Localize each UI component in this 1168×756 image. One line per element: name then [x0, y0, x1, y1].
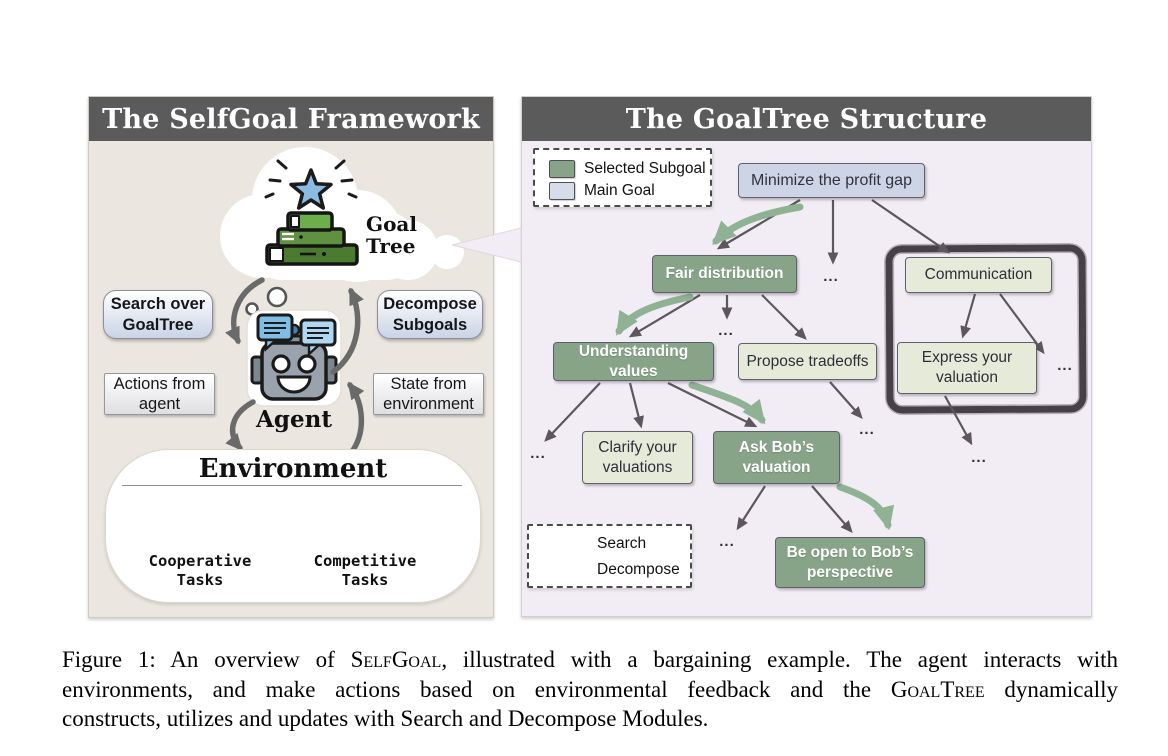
caption-line-3: constructs, utilizes and updates with Se… — [62, 706, 709, 731]
ellipsis: ... — [530, 445, 546, 462]
left-panel-title: The SelfGoal Framework — [89, 97, 493, 141]
environment-container — [105, 449, 481, 603]
state-from-environment-box: State from environment — [373, 373, 484, 415]
node-clarify-your-valuations: Clarify your valuations — [582, 431, 693, 484]
node-fair-distribution: Fair distribution — [652, 255, 797, 293]
goal-tree-label: Goal Tree — [366, 212, 417, 258]
ellipsis: ... — [859, 421, 875, 438]
ellipsis: ... — [718, 322, 734, 339]
node-minimize-profit-gap: Minimize the profit gap — [738, 163, 925, 198]
main-goal-label: Main Goal — [584, 182, 655, 199]
node-ask-bobs-valuation: Ask Bob’s valuation — [713, 431, 840, 484]
decompose-subgoals-box: Decompose Subgoals — [377, 290, 483, 339]
selected-subgoal-swatch — [549, 160, 575, 178]
right-panel-title: The GoalTree Structure — [522, 97, 1091, 141]
caption-text: dynamically — [984, 676, 1118, 702]
figure-caption: Figure 1: An overview of SelfGoal, illus… — [62, 645, 1118, 734]
actions-from-agent-box: Actions from agent — [104, 373, 215, 415]
caption-line-2: environments, and make actions based on … — [62, 675, 1118, 705]
ellipsis: ... — [1057, 357, 1073, 374]
caption-text: , illustrated with a bargaining example.… — [441, 647, 1118, 672]
search-over-goaltree-box: Search over GoalTree — [103, 290, 213, 339]
agent-label: Agent — [256, 406, 332, 433]
caption-selfgoal: SelfGoal — [350, 647, 442, 672]
caption-text: Figure 1: An overview of — [62, 647, 351, 672]
environment-divider — [122, 485, 462, 486]
main-goal-swatch — [549, 182, 575, 200]
node-propose-tradeoffs: Propose tradeoffs — [738, 343, 877, 380]
node-type-legend: Selected Subgoal Main Goal — [533, 148, 712, 207]
ellipsis: ... — [823, 268, 839, 285]
cooperative-tasks-label: Cooperative Tasks — [148, 552, 252, 589]
node-understanding-values: Understanding values — [553, 342, 714, 381]
decompose-module-label: Decompose — [597, 561, 680, 578]
node-communication: Communication — [905, 257, 1052, 293]
caption-text: environments, and make actions based on … — [62, 676, 891, 702]
search-module-label: Search — [597, 535, 647, 552]
caption-line-1: Figure 1: An overview of SelfGoal, illus… — [62, 645, 1118, 675]
selected-subgoal-label: Selected Subgoal — [584, 160, 706, 177]
module-legend: Search Decompose — [527, 524, 692, 588]
node-be-open-to-bobs-perspective: Be open to Bob’s perspective — [775, 537, 925, 588]
ellipsis: ... — [971, 449, 987, 466]
node-express-your-valuation: Express your valuation — [897, 342, 1037, 394]
environment-title: Environment — [198, 454, 388, 484]
ellipsis: ... — [719, 533, 735, 550]
competitive-tasks-label: Competitive Tasks — [313, 552, 417, 589]
caption-goaltree: GoalTree — [890, 676, 985, 702]
